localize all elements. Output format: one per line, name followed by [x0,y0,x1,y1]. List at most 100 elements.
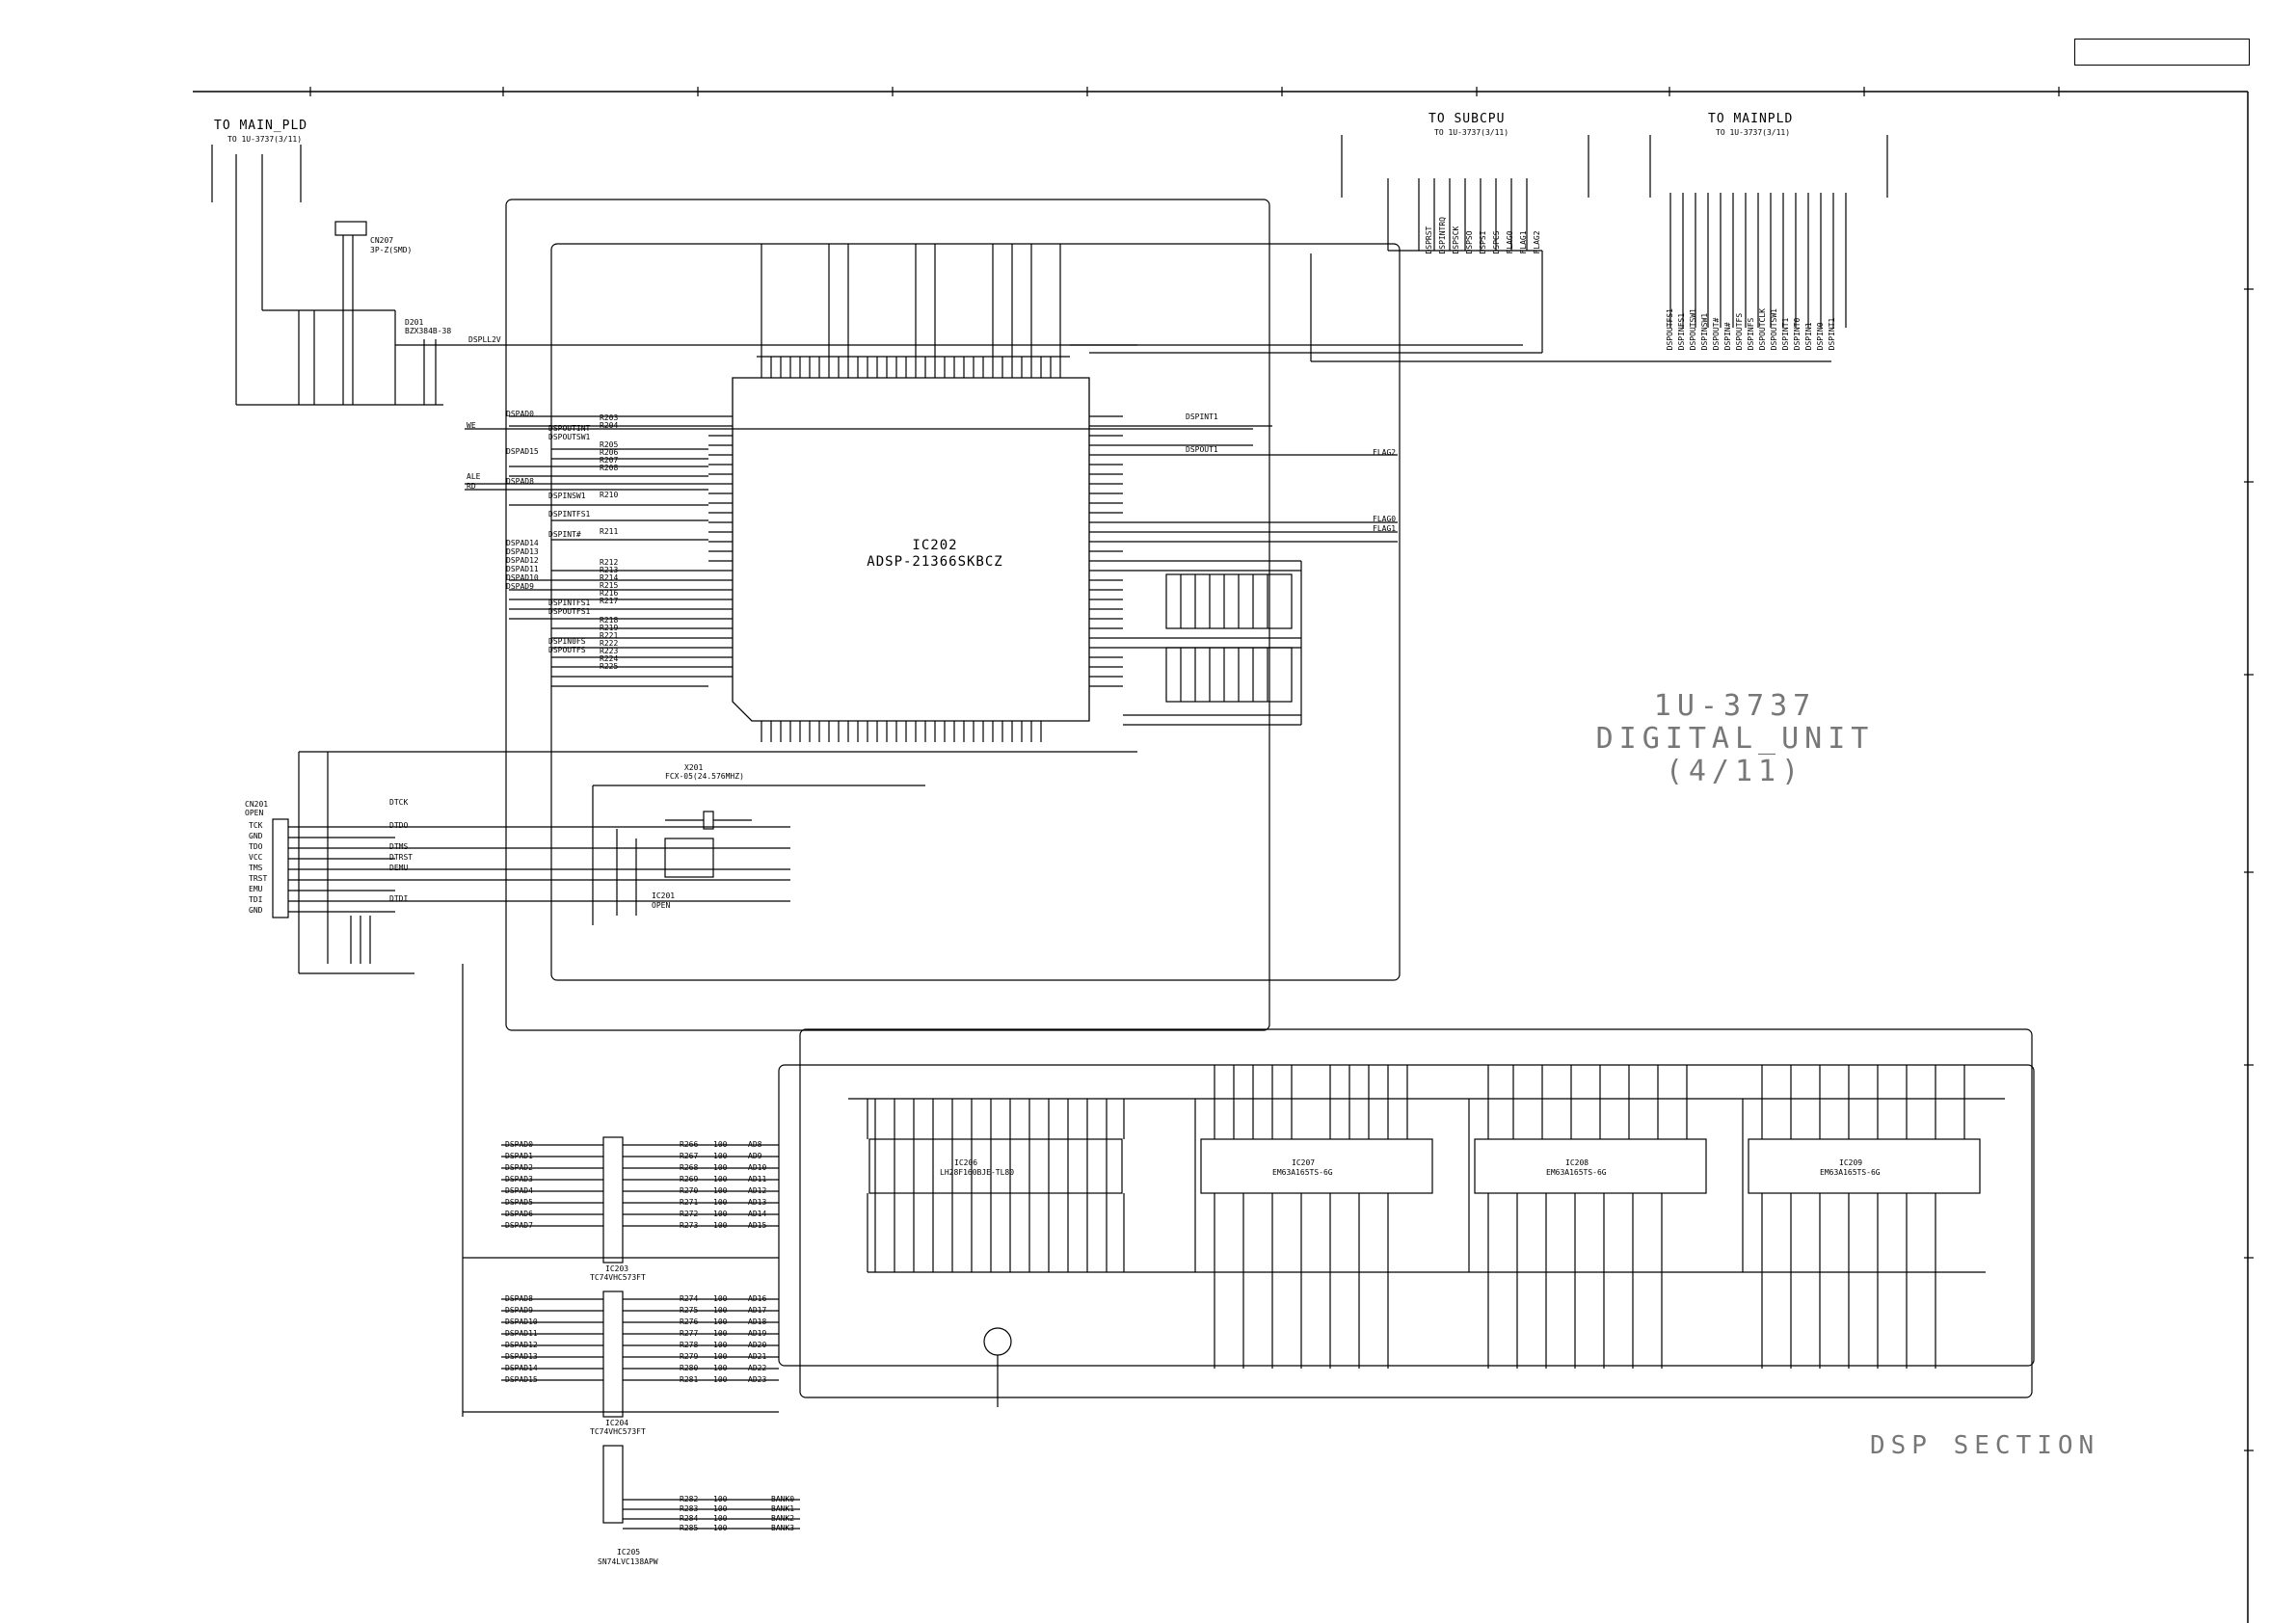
latch-upper-input: DSPAD2 [505,1163,533,1172]
power-input-network [235,202,1137,406]
jtag-net: DTRST [389,853,414,862]
latch-upper-resistor: R266 [680,1140,699,1149]
latch-upper-resistor: R271 [680,1198,699,1207]
to-main-pld-left-sub: TO 1U-3737(3/11) [227,135,303,144]
dsp-left-resistor: R212 [600,558,619,567]
jtag-pin: TDI [249,895,263,904]
latch-upper-resistor: R270 [680,1186,699,1195]
dsp-left-resistor: R213 [600,566,619,574]
unit-title: 1U-3737 DIGITAL_UNIT (4/11) [1581,690,1889,788]
latch-upper-outputs: AD8 AD9 AD10 AD11 AD12 AD13 AD14 AD15 [748,1140,766,1233]
to-main-pld-left-title: TO MAIN_PLD [214,119,308,133]
latch-upper-resistor: R272 [680,1210,699,1218]
decoder-resistor: R284 [680,1514,699,1523]
x201-part: FCX-05(24.576MHZ) [665,772,744,781]
dsp-left-resistor: R210 [600,491,619,499]
ic208-ref: IC208 [1565,1158,1589,1167]
dsp-left-resistor: R223 [600,647,619,655]
subcpu-net-label: DSPSO [1465,230,1474,254]
dsp-left-pin: DSPAD8 [506,477,534,486]
d201-ref: D201 [405,318,424,327]
decoder-output: BANK2 [771,1514,795,1523]
dsp-outer-bus-frame [505,199,1270,1031]
dsp-left-pin: DSPINSW1 [548,492,586,500]
subcpu-net-label: FLAG2 [1533,230,1541,254]
dsp-left-pin: DSPOUTFS1 [548,607,591,616]
right-bus-label: DSPOUTCLK [1758,308,1767,351]
latch-upper-inputs: DSPAD0 DSPAD1 DSPAD2 DSPAD3 DSPAD4 DSPAD… [505,1140,533,1233]
dsp-left-resistor: R224 [600,654,619,663]
dsp-left-pin: DSPAD9 [506,582,534,591]
dsp-left-pin: DSPINTFS1 [548,599,591,607]
subcpu-net-labels: DSPRST DSPINTRQ DSPSCK DSPSO DSPSI DSPCS… [1425,217,1541,254]
ic207-part: EM63A165TS-6G [1272,1168,1333,1177]
latch-upper-value: 100 [713,1221,728,1230]
net-dspout1: DSPOUT1 [1186,445,1218,454]
right-bus-label: DSPOUTFS [1735,312,1744,351]
latch-lower-output: AD16 [748,1294,767,1303]
transistor-tr201 [983,1327,1012,1407]
jtag-pin: VCC [249,853,263,862]
jtag-pin: TDO [249,842,263,851]
jtag-pin-list: TCK GND TDO VCC TMS TRST EMU TDI GND [249,821,267,917]
jtag-pin: GND [249,832,263,840]
right-bus-label: DSPOUTSW1 [1770,308,1778,351]
latch-lower-outputs: AD16 AD17 AD18 AD19 AD20 AD21 AD22 AD23 [748,1294,766,1387]
dsp-left-pin: DSPINTFS1 [548,510,591,519]
latch-lower-output: AD20 [748,1341,767,1349]
latch-upper-values: 100 100 100 100 100 100 100 100 [713,1140,727,1233]
dsp-right-signal-traces [1123,425,1398,726]
latch-lower-value: 100 [713,1294,728,1303]
subcpu-signal-lines [1387,178,1528,251]
decoder-output: BANK3 [771,1524,795,1532]
right-bus-label: DSPOUTFS1 [1666,308,1674,351]
dsp-left-pin: DSPOUTFS [548,646,586,654]
decoder-resistor: R282 [680,1495,699,1503]
to-subcpu-sub: TO 1U-3737(3/11) [1434,128,1509,137]
latch-lower-value: 100 [713,1375,728,1384]
cn201-part: OPEN [245,809,264,817]
net-flag0: FLAG0 [1373,515,1397,523]
ic203-latch [501,1136,779,1264]
dsp-left-resistor: R222 [600,639,619,648]
decoder-output: BANK0 [771,1495,795,1503]
latch-upper-value: 100 [713,1198,728,1207]
dsp-left-pin: DSPAD11 [506,565,539,573]
latch-lower-value: 100 [713,1306,728,1315]
latch-lower-resistor: R277 [680,1329,699,1338]
memory-pin-traces [848,1065,2005,1369]
latch-upper-output: AD15 [748,1221,767,1230]
latch-upper-resistors: R266 R267 R268 R269 R270 R271 R272 R273 [680,1140,698,1233]
latch-upper-input: DSPAD1 [505,1152,533,1160]
dsp-left-pin: DSPAD14 [506,539,539,547]
latch-upper-output: AD12 [748,1186,767,1195]
section-title: DSP SECTION [1870,1431,2100,1460]
latch-lower-resistors: R274 R275 R276 R277 R278 R279 R280 R281 [680,1294,698,1387]
latch-lower-output: AD23 [748,1375,767,1384]
unit-title-line2: DIGITAL_UNIT [1595,722,1875,756]
to-mainpld-right-title: TO MAINPLD [1708,112,1794,126]
net-rd: RD [467,482,476,491]
subcpu-net-label: DSPINTRQ [1438,217,1447,254]
ic202-bottom-pins [761,721,1042,742]
latch-lower-resistor: R274 [680,1294,699,1303]
d201-part: BZX384B-38 [405,327,452,335]
latch-lower-output: AD19 [748,1329,767,1338]
decoder-value: 100 [713,1495,728,1503]
latch-upper-output: AD9 [748,1152,762,1160]
ic202-ref: IC202 [912,538,958,553]
ic202-part: ADSP-21366SKBCZ [867,554,1003,570]
net-flag2: FLAG2 [1373,448,1397,457]
dsp-left-resistor: R207 [600,456,619,465]
ic206-flash [867,1099,1125,1272]
decoder-value: 100 [713,1514,728,1523]
dsp-left-pin: DSPAD12 [506,556,539,565]
net-flag1: FLAG1 [1373,524,1397,533]
dsp-left-pin: DSPINT# [548,530,581,539]
ic201-ref: IC201 [652,891,676,900]
ic205-decoder [602,1445,800,1530]
subcpu-net-label: DSPCS [1492,230,1501,254]
subcpu-bracket [1341,135,1589,198]
latch-upper-value: 100 [713,1152,728,1160]
dsp-left-pin: DSPAD15 [506,447,539,456]
